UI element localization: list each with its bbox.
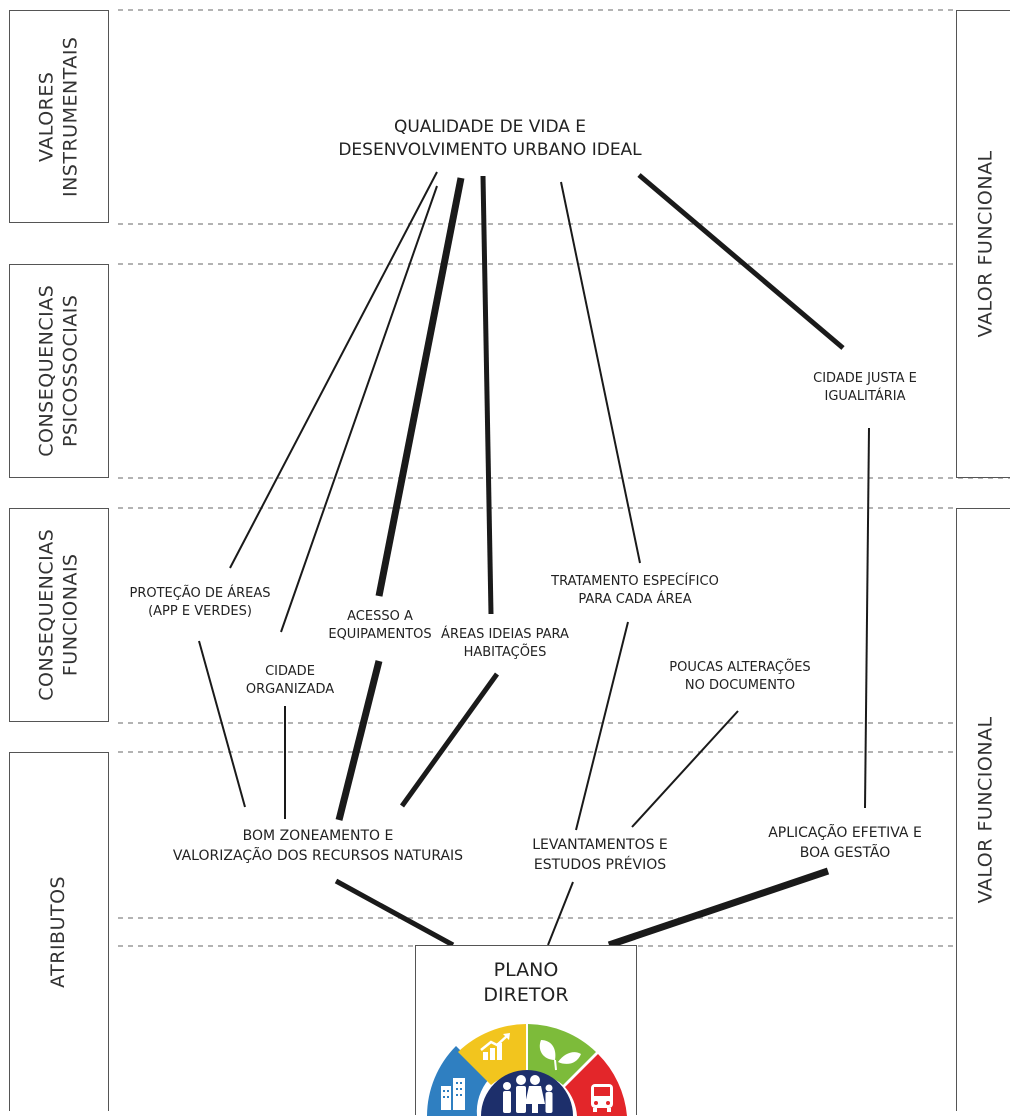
link-areas-ideias-bom-zoneamento bbox=[399, 672, 500, 808]
band-label-line: VALOR FUNCIONAL bbox=[974, 716, 997, 904]
buildings-icon bbox=[441, 1078, 465, 1110]
node-cidade-organizada: CIDADE ORGANIZADA bbox=[235, 663, 345, 699]
node-aplicacao-efetiva: APLICAÇÃO EFETIVA E BOA GESTÃO bbox=[750, 824, 940, 863]
band-label-line: ATRIBUTOS bbox=[47, 876, 70, 988]
link-protecao-bom-zoneamento bbox=[198, 640, 246, 808]
node-areas-ideias: ÁREAS IDEIAS PARA HABITAÇÕES bbox=[420, 626, 590, 662]
link-cidade-justa-aplicacao bbox=[864, 427, 870, 809]
band-label-line: VALORES bbox=[35, 71, 58, 162]
node-text-line: EQUIPAMENTOS bbox=[328, 627, 432, 643]
link-qualidade-areas-ideias bbox=[480, 175, 494, 615]
node-text-line: VALORIZAÇÃO DOS RECURSOS NATURAIS bbox=[172, 847, 464, 864]
node-protecao-de-areas: PROTEÇÃO DE ÁREAS (APP E VERDES) bbox=[100, 585, 300, 621]
growth-chart-icon bbox=[480, 1033, 510, 1060]
node-text-line: NO DOCUMENTO bbox=[684, 678, 796, 694]
node-levantamentos: LEVANTAMENTOS E ESTUDOS PRÉVIOS bbox=[510, 836, 690, 875]
node-text-line: DESENVOLVIMENTO URBANO IDEAL bbox=[338, 139, 642, 160]
node-text-line: APLICAÇÃO EFETIVA E bbox=[768, 825, 922, 841]
node-text-line: TRATAMENTO ESPECÍFICO bbox=[551, 574, 719, 589]
band-label-line: PSICOSSOCIAIS bbox=[59, 294, 82, 448]
node-text-line: ÁREAS IDEIAS PARA bbox=[441, 627, 569, 642]
link-qualidade-cidade-justa bbox=[637, 173, 845, 350]
link-qualidade-protecao bbox=[229, 171, 438, 569]
node-qualidade-de-vida: QUALIDADE DE VIDA E DESENVOLVIMENTO URBA… bbox=[295, 116, 685, 162]
node-text-line: QUALIDADE DE VIDA E bbox=[393, 117, 587, 137]
node-plano-diretor: PLANO DIRETOR bbox=[415, 945, 637, 1116]
node-text-line: PLANO bbox=[493, 959, 559, 981]
node-text-line: BOM ZONEAMENTO E bbox=[242, 828, 394, 844]
node-text-line: PROTEÇÃO DE ÁREAS bbox=[129, 586, 271, 601]
bus-icon bbox=[591, 1084, 613, 1112]
node-acesso-a-equipamentos: ACESSO A EQUIPAMENTOS bbox=[300, 608, 460, 644]
link-qualidade-acesso bbox=[375, 177, 465, 597]
link-levantamentos-plano bbox=[547, 881, 574, 946]
band-valor-funcional-bottom: VALOR FUNCIONAL bbox=[956, 508, 1010, 1111]
node-text-line: LEVANTAMENTOS E bbox=[532, 837, 668, 853]
band-label-line: FUNCIONAIS bbox=[59, 553, 82, 677]
band-label-line: CONSEQUENCIAS bbox=[35, 284, 58, 458]
logo-segment-green bbox=[528, 1024, 596, 1085]
link-tratamento-levantamentos bbox=[575, 621, 629, 831]
node-poucas-alteracoes: POUCAS ALTERAÇÕES NO DOCUMENTO bbox=[650, 659, 830, 695]
band-label-line: INSTRUMENTAIS bbox=[59, 36, 81, 197]
band-label-line: VALOR FUNCIONAL bbox=[974, 150, 997, 338]
band-valor-funcional-top: VALOR FUNCIONAL bbox=[956, 10, 1010, 478]
plano-diretor-logo bbox=[427, 1024, 627, 1116]
node-cidade-justa: CIDADE JUSTA E IGUALITÁRIA bbox=[780, 370, 950, 406]
link-aplicacao-plano bbox=[607, 867, 830, 949]
link-bom-zoneamento-plano bbox=[334, 878, 455, 948]
family-icon bbox=[503, 1075, 553, 1113]
node-bom-zoneamento: BOM ZONEAMENTO E VALORIZAÇÃO DOS RECURSO… bbox=[148, 827, 488, 866]
node-text-line: CIDADE JUSTA E bbox=[813, 371, 917, 386]
node-text-line: (APP E VERDES) bbox=[148, 604, 252, 620]
node-text-line: CIDADE bbox=[265, 664, 315, 679]
link-qualidade-tratamento bbox=[560, 181, 641, 564]
node-text-line: ESTUDOS PRÉVIOS bbox=[533, 856, 667, 873]
node-text-line: ORGANIZADA bbox=[245, 682, 335, 698]
node-text-line: ACESSO A bbox=[347, 609, 413, 624]
link-qualidade-cidade-organizada bbox=[280, 185, 438, 633]
node-text-line: POUCAS ALTERAÇÕES bbox=[669, 660, 811, 675]
band-atributos: ATRIBUTOS bbox=[9, 752, 109, 1111]
node-text-line: HABITAÇÕES bbox=[463, 645, 547, 661]
node-tratamento-especifico: TRATAMENTO ESPECÍFICO PARA CADA ÁREA bbox=[540, 573, 730, 609]
leaves-icon bbox=[539, 1040, 581, 1071]
node-text-line: DIRETOR bbox=[483, 983, 569, 1006]
link-acesso-bom-zoneamento bbox=[335, 660, 383, 821]
band-label-line: CONSEQUENCIAS bbox=[35, 528, 58, 702]
node-text-line: BOA GESTÃO bbox=[799, 844, 891, 861]
node-text-line: PARA CADA ÁREA bbox=[578, 592, 692, 608]
node-text-line: IGUALITÁRIA bbox=[824, 389, 906, 405]
link-poucas-levantamentos bbox=[631, 710, 739, 828]
